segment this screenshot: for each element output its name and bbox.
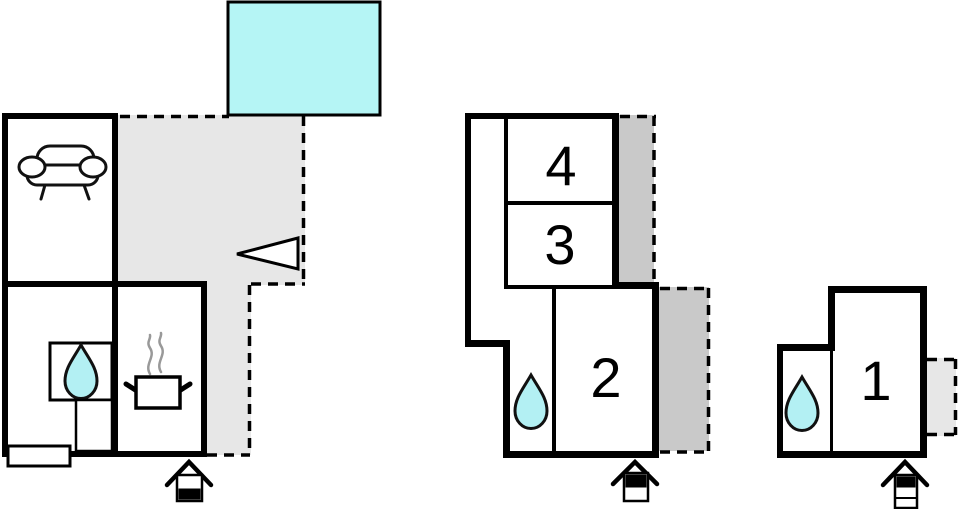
room-label-1: 1	[860, 349, 892, 412]
room-label-4: 4	[545, 134, 577, 197]
room-label-2: 2	[590, 346, 622, 409]
middle-unit-partitions	[504, 119, 612, 451]
right-unit-walls	[777, 286, 927, 458]
terrace-lower	[659, 287, 709, 451]
water-drop-icon	[784, 375, 820, 432]
pool	[226, 0, 382, 117]
sofa-icon	[17, 144, 108, 201]
terrace-small-dashes	[927, 357, 958, 437]
middle-unit	[465, 113, 711, 503]
terrace-small	[927, 358, 956, 436]
left-unit	[2, 0, 382, 503]
middle-unit-walls	[465, 113, 659, 458]
right-unit	[777, 286, 958, 509]
terrace-area	[118, 115, 305, 455]
entrance-arrow-icon	[880, 458, 930, 509]
steam-icon	[147, 331, 164, 376]
entrance-arrow-icon	[164, 458, 214, 503]
entrance-arrow-icon	[610, 458, 660, 503]
terrace-lower-dashes	[660, 286, 711, 454]
cooking-pot-icon	[123, 375, 193, 410]
left-unit-walls	[2, 113, 207, 457]
water-drop-icon	[513, 373, 549, 430]
bathroom-closet	[74, 398, 114, 453]
room-label-3: 3	[544, 213, 576, 276]
right-unit-partition	[830, 351, 833, 451]
terrace-dashed-border	[120, 114, 306, 457]
terrace-upper-dashes	[620, 114, 656, 284]
terrace-upper	[619, 115, 654, 285]
door-marker	[6, 444, 72, 468]
left-arrow-icon	[236, 236, 300, 271]
